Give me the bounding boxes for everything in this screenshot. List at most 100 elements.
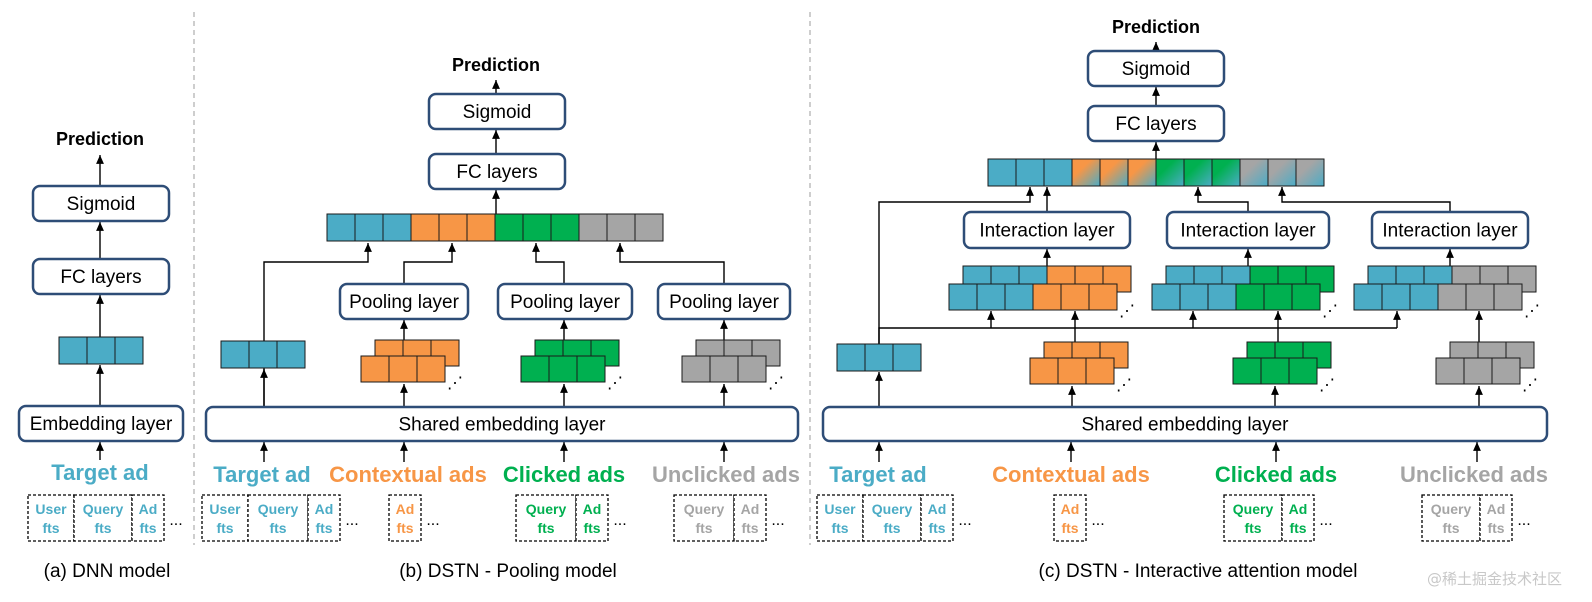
pool-target-feature-suffix: fts xyxy=(315,520,332,536)
pool-fc-box xyxy=(427,152,567,191)
att-target-feature-name: Ad xyxy=(928,501,947,517)
att-target-feature-box xyxy=(862,494,922,542)
att-sigmoid-box xyxy=(1086,49,1226,88)
caption-interactive-attention-model: (c) DSTN - Interactive attention model xyxy=(1039,561,1358,582)
att-contextual-more-icon: ⋰ xyxy=(1116,377,1132,394)
dnn-target-feature-box xyxy=(73,494,133,542)
pool-target-ellipsis: ... xyxy=(345,512,358,529)
connector xyxy=(616,243,725,284)
att-contextual-feature-suffix: fts xyxy=(1061,520,1078,536)
pool-target-feature-name: Query xyxy=(258,501,299,517)
pool-concat-cell xyxy=(438,213,468,242)
pool-unclicked-pooling-box xyxy=(656,282,792,321)
pool-concat-cell xyxy=(522,213,552,242)
embedding-cells xyxy=(58,158,1537,385)
pool-clicked-feature-suffix: fts xyxy=(537,520,554,536)
pool-contextual-front-cell xyxy=(416,355,446,383)
att-target-emb-cell xyxy=(864,343,894,372)
dnn-target-feature-suffix: fts xyxy=(42,520,59,536)
att-contextual-feature-name: Ad xyxy=(1061,501,1080,517)
dnn-target-feature-suffix: fts xyxy=(94,520,111,536)
pool-target-feature-name: Ad xyxy=(315,501,334,517)
att-contextual-interaction-box xyxy=(962,210,1132,250)
dnn-sigmoid-box-label: Sigmoid xyxy=(67,194,136,215)
pool-sigmoid-box-label: Sigmoid xyxy=(463,102,532,123)
pool-concat-cell xyxy=(466,213,496,242)
pool-unclicked-feature-box xyxy=(673,494,735,542)
att-target-feature-suffix: fts xyxy=(928,520,945,536)
att-unclicked-pair-front-cell xyxy=(1353,283,1383,311)
pool-contextual-ellipsis: ... xyxy=(426,512,439,529)
att-clicked-interaction-box xyxy=(1165,210,1331,250)
att-clicked-more-icon: ⋰ xyxy=(1319,377,1335,394)
pool-clicked-front-cell xyxy=(576,355,606,383)
att-clicked-ads-title: Clicked ads xyxy=(1215,462,1337,487)
pool-shared-embedding-box-label: Shared embedding layer xyxy=(398,415,606,436)
dnn-target-ellipsis: ... xyxy=(169,512,182,529)
att-fc-box xyxy=(1086,104,1226,143)
att-concat-cell xyxy=(1071,158,1101,187)
att-target-feature-name: User xyxy=(824,501,856,517)
att-unclicked-more-icon: ⋰ xyxy=(1522,377,1538,394)
dnn-target-feature-name: Query xyxy=(83,501,124,517)
att-clicked-pair-front-cell xyxy=(1179,283,1209,311)
att-clicked-pair-front-cell xyxy=(1151,283,1181,311)
att-contextual-pair-front-cell xyxy=(1088,283,1118,311)
pool-clicked-feature-name: Ad xyxy=(583,501,602,517)
att-unclicked-feature-suffix: fts xyxy=(1487,520,1504,536)
att-contextual-pair-front-cell xyxy=(1032,283,1062,311)
att-contextual-pair-front-cell xyxy=(948,283,978,311)
pool-target-feature-name: User xyxy=(209,501,241,517)
att-clicked-feature-suffix: fts xyxy=(1244,520,1261,536)
att-clicked-feature-box xyxy=(1223,494,1283,542)
att-concat-cell xyxy=(1127,158,1157,187)
pool-contextual-feature-name: Ad xyxy=(396,501,415,517)
att-concat-cell xyxy=(1267,158,1297,187)
pool-concat-cell xyxy=(578,213,608,242)
pool-unclicked-pooling-box-label: Pooling layer xyxy=(669,292,780,313)
pool-contextual-front-cell xyxy=(360,355,390,383)
att-unclicked-ellipsis: ... xyxy=(1517,512,1530,529)
pool-unclicked-feature-name: Ad xyxy=(741,501,760,517)
att-concat-cell xyxy=(1211,158,1241,187)
pool-clicked-more-icon: ⋰ xyxy=(607,375,623,392)
dnn-target-feature-name: Ad xyxy=(139,501,158,517)
att-concat-cell xyxy=(1183,158,1213,187)
dnn-embedding-box-label: Embedding layer xyxy=(30,414,173,435)
dnn-target-emb-cell xyxy=(86,336,116,365)
connector xyxy=(532,243,565,284)
pool-clicked-pooling-box xyxy=(496,282,634,321)
pool-contextual-pooling-box-label: Pooling layer xyxy=(349,292,460,313)
pool-fc-box-label: FC layers xyxy=(456,162,537,183)
pool-concat-cell xyxy=(634,213,664,242)
att-unclicked-feature-box xyxy=(1479,494,1513,542)
pool-clicked-front-cell xyxy=(520,355,550,383)
pool-sigmoid-box xyxy=(427,92,567,131)
pool-clicked-pooling-box-label: Pooling layer xyxy=(510,292,621,313)
att-unclicked-pair-more-icon: ⋰ xyxy=(1524,303,1540,320)
att-clicked-pair-front-cell xyxy=(1207,283,1237,311)
att-unclicked-front-cell xyxy=(1435,357,1465,385)
pool-clicked-ads-title: Clicked ads xyxy=(503,462,625,487)
connector xyxy=(403,243,456,284)
pool-contextual-feature-box xyxy=(388,494,422,542)
pool-concat-cell xyxy=(494,213,524,242)
connector xyxy=(878,187,1034,344)
pool-unclicked-ads-title: Unclicked ads xyxy=(652,462,800,487)
att-clicked-ellipsis: ... xyxy=(1319,512,1332,529)
pool-shared-embedding-box xyxy=(204,405,800,443)
pool-target-ad-title: Target ad xyxy=(213,462,310,487)
att-target-ellipsis: ... xyxy=(958,512,971,529)
pool-target-feature-suffix: fts xyxy=(269,520,286,536)
att-unclicked-feature-box xyxy=(1421,494,1481,542)
pool-concat-cell xyxy=(550,213,580,242)
dnn-prediction: Prediction xyxy=(56,129,144,149)
att-clicked-interaction-box-label: Interaction layer xyxy=(1180,221,1316,242)
caption-dnn-model: (a) DNN model xyxy=(44,561,171,582)
att-clicked-feature-name: Ad xyxy=(1289,501,1308,517)
att-clicked-feature-suffix: fts xyxy=(1289,520,1306,536)
att-concat-cell xyxy=(1295,158,1325,187)
dnn-target-feature-box xyxy=(27,494,75,542)
